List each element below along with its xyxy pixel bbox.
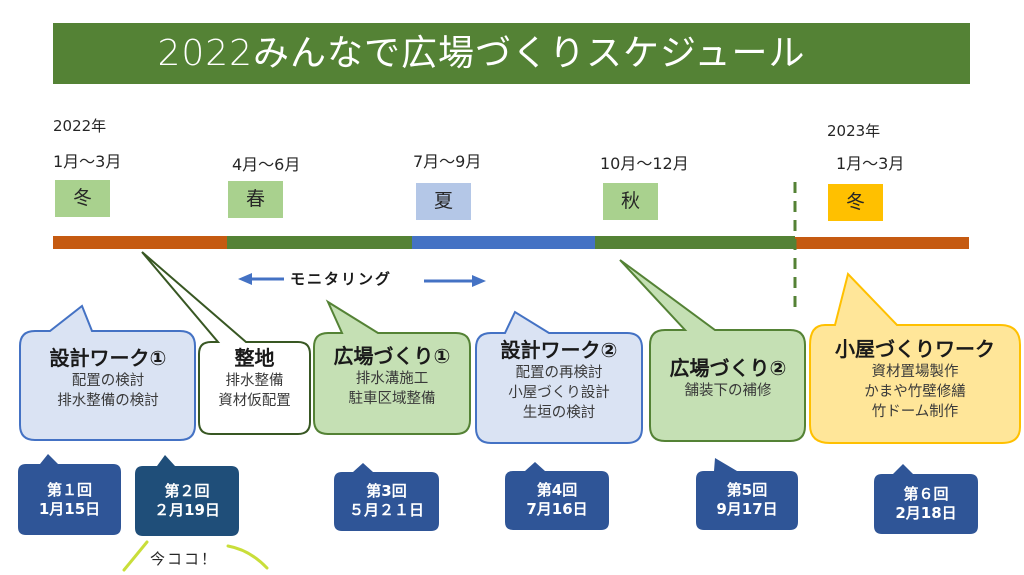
activity-detail: 配置の再検討 (515, 365, 603, 381)
activity-title: 広場づくり① (333, 344, 451, 368)
season-badge-autumn: 秋 (603, 183, 658, 220)
meeting-tag-6 (874, 464, 978, 534)
meeting-date: 7月16日 (526, 500, 588, 518)
activity-detail: 資材仮配置 (218, 393, 291, 409)
activity-detail: 小屋づくり設計 (508, 385, 610, 401)
callout-grading (141, 251, 311, 435)
period-range-q2: 4月～6月 (232, 155, 301, 174)
timeline-segment-q5 (795, 237, 969, 249)
activity-title: 広場づくり② (669, 356, 787, 380)
year-label-2022: 2022年 (53, 117, 107, 135)
meeting-date: 2月18日 (895, 504, 957, 522)
activity-detail: 排水整備 (225, 373, 284, 389)
activity-title: 設計ワーク② (500, 338, 618, 362)
activity-detail: 生垣の検討 (522, 405, 596, 421)
meeting-2: 第２回 ２月19日 (135, 482, 239, 520)
monitoring-label: モニタリング (290, 270, 393, 288)
meeting-round: 第６回 (903, 485, 949, 503)
period-range-q4: 10月～12月 (600, 154, 689, 173)
meeting-tag-4 (505, 462, 609, 530)
page-title: 2022みんなで広場づくりスケジュール (157, 33, 806, 74)
season-badge-winter-2023: 冬 (828, 184, 883, 221)
callout-design-work-2 (475, 310, 643, 444)
meeting-tag-5 (696, 458, 798, 530)
timeline-segment-q4 (595, 236, 795, 249)
activity-detail: 排水溝施工 (355, 371, 429, 387)
activity-detail: 竹ドーム制作 (871, 404, 959, 420)
activity-detail: 排水整備の検討 (57, 393, 159, 409)
meeting-5: 第5回 9月17日 (696, 481, 798, 519)
meeting-date: 1月15日 (38, 500, 101, 518)
monitoring-arrow-left (238, 273, 284, 285)
monitoring-arrow-right (424, 275, 486, 287)
activity-design-work-1: 設計ワーク① 配置の検討 排水整備の検討 (20, 345, 196, 411)
timeline-segment-q2 (227, 236, 412, 249)
season-badge-summer: 夏 (416, 183, 471, 220)
activity-title: 設計ワーク① (49, 346, 167, 370)
meeting-date: 9月17日 (716, 500, 778, 518)
activity-detail: 配置の検討 (71, 373, 145, 389)
activity-detail: かまや竹壁修繕 (864, 384, 966, 400)
meeting-date: ２月19日 (154, 501, 220, 519)
meeting-round: 第3回 (366, 482, 407, 500)
now-marker-stroke-right (226, 544, 269, 570)
period-range-q3: 7月～9月 (413, 152, 482, 171)
meeting-date: ５月２１日 (348, 501, 424, 519)
activity-detail: 資材置場製作 (871, 364, 959, 380)
activity-detail: 駐車区域整備 (348, 391, 436, 407)
activity-title: 小屋づくりワーク (835, 337, 995, 361)
title-banner (53, 23, 970, 84)
current-position-marker: 今ココ！ (150, 550, 219, 568)
callout-hut-work (809, 272, 1021, 444)
year-label-2023: 2023年 (827, 122, 881, 140)
meeting-tag-3 (334, 463, 439, 531)
meeting-1: 第１回 1月15日 (18, 481, 121, 519)
activity-plaza-2: 広場づくり② 舗装下の補修 (648, 355, 808, 401)
activity-grading: 整地 排水整備 資材仮配置 (199, 345, 310, 411)
meeting-3: 第3回 ５月２１日 (334, 482, 439, 520)
meeting-round: 第２回 (164, 482, 210, 500)
season-badge-winter: 冬 (55, 180, 110, 217)
callout-design-work-1 (19, 304, 196, 441)
season-badge-spring: 春 (228, 181, 283, 218)
callout-plaza-1 (313, 299, 471, 435)
timeline-segment-q3 (412, 236, 595, 249)
meeting-round: 第4回 (536, 481, 578, 499)
meeting-6: 第６回 2月18日 (874, 485, 978, 523)
activity-hut-work: 小屋づくりワーク 資材置場製作 かまや竹壁修繕 竹ドーム制作 (810, 336, 1020, 422)
activity-plaza-1: 広場づくり① 排水溝施工 駐車区域整備 (312, 343, 472, 409)
activity-title: 整地 (234, 346, 275, 370)
meeting-round: 第１回 (46, 481, 92, 499)
meeting-tag-2 (135, 455, 239, 536)
callout-plaza-2 (619, 259, 806, 442)
activity-detail: 舗装下の補修 (684, 383, 772, 399)
now-marker-stroke-left (122, 540, 149, 572)
meeting-tag-1 (18, 454, 121, 535)
period-range-q5: 1月～3月 (836, 154, 905, 173)
meeting-round: 第5回 (726, 481, 768, 499)
meeting-4: 第4回 7月16日 (505, 481, 609, 519)
timeline-segment-q1 (53, 236, 227, 249)
activity-design-work-2: 設計ワーク② 配置の再検討 小屋づくり設計 生垣の検討 (476, 337, 642, 423)
period-range-q1: 1月～3月 (53, 152, 122, 171)
